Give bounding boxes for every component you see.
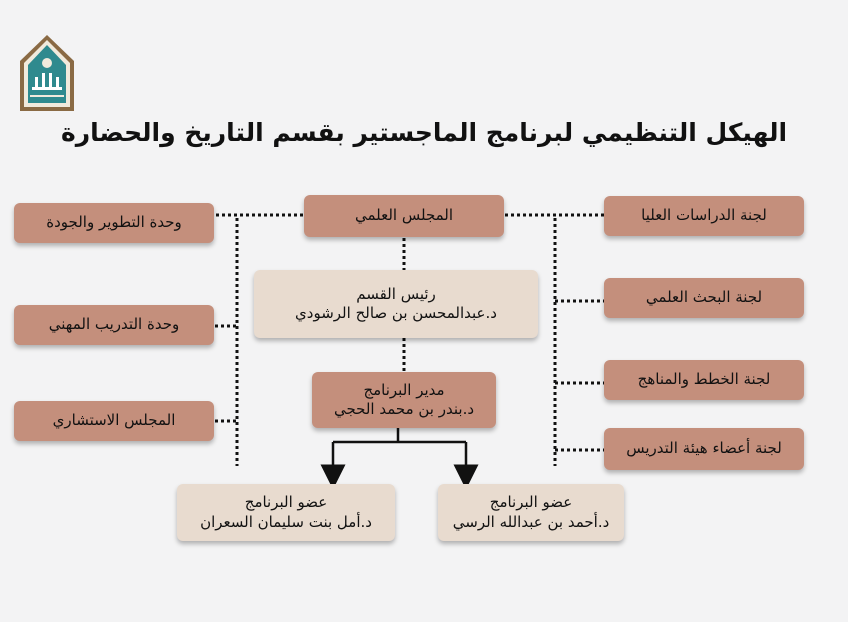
committee-box-plans-curricula: لجنة الخطط والمناهج: [604, 360, 804, 400]
department-head-name: د.عبدالمحسن بن صالح الرشودي: [295, 304, 497, 322]
committee-label: لجنة البحث العلمي: [645, 288, 763, 307]
unit-box-development-quality: وحدة التطوير والجودة: [14, 203, 214, 243]
department-head-box: رئيس القسم د.عبدالمحسن بن صالح الرشودي: [254, 270, 538, 338]
program-member-1-name: د.أمل بنت سليمان السعران: [200, 512, 372, 531]
program-director-box: مدير البرنامج د.بندر بن محمد الحجي: [312, 372, 496, 428]
committee-label: لجنة الدراسات العليا: [641, 206, 767, 225]
program-member-box-1: عضو البرنامج د.أمل بنت سليمان السعران: [177, 484, 395, 541]
scientific-council-label: المجلس العلمي: [354, 206, 454, 225]
university-logo-icon: [20, 35, 74, 111]
unit-label: المجلس الاستشاري: [52, 411, 176, 430]
program-director-name: د.بندر بن محمد الحجي: [333, 400, 475, 418]
program-member-box-2: عضو البرنامج د.أحمد بن عبدالله الرسي: [438, 484, 624, 541]
program-member-2-title: عضو البرنامج: [489, 493, 573, 511]
program-director-title: مدير البرنامج: [363, 380, 445, 399]
program-member-1-title: عضو البرنامج: [244, 493, 328, 511]
page-title: الهيكل التنظيمي لبرنامج الماجستير بقسم ا…: [60, 118, 788, 147]
department-head-title: رئيس القسم: [356, 284, 436, 303]
scientific-council-box: المجلس العلمي: [304, 195, 504, 237]
committee-box-graduate-studies: لجنة الدراسات العليا: [604, 196, 804, 236]
unit-label: وحدة التطوير والجودة: [46, 213, 182, 232]
unit-label: وحدة التدريب المهني: [48, 315, 180, 334]
committee-label: لجنة أعضاء هيئة التدريس: [626, 439, 782, 458]
unit-box-professional-training: وحدة التدريب المهني: [14, 305, 214, 345]
committee-box-scientific-research: لجنة البحث العلمي: [604, 278, 804, 318]
program-member-2-name: د.أحمد بن عبدالله الرسي: [452, 512, 610, 531]
unit-box-advisory-council: المجلس الاستشاري: [14, 401, 214, 441]
committee-label: لجنة الخطط والمناهج: [637, 370, 771, 389]
committee-box-faculty-members: لجنة أعضاء هيئة التدريس: [604, 428, 804, 470]
